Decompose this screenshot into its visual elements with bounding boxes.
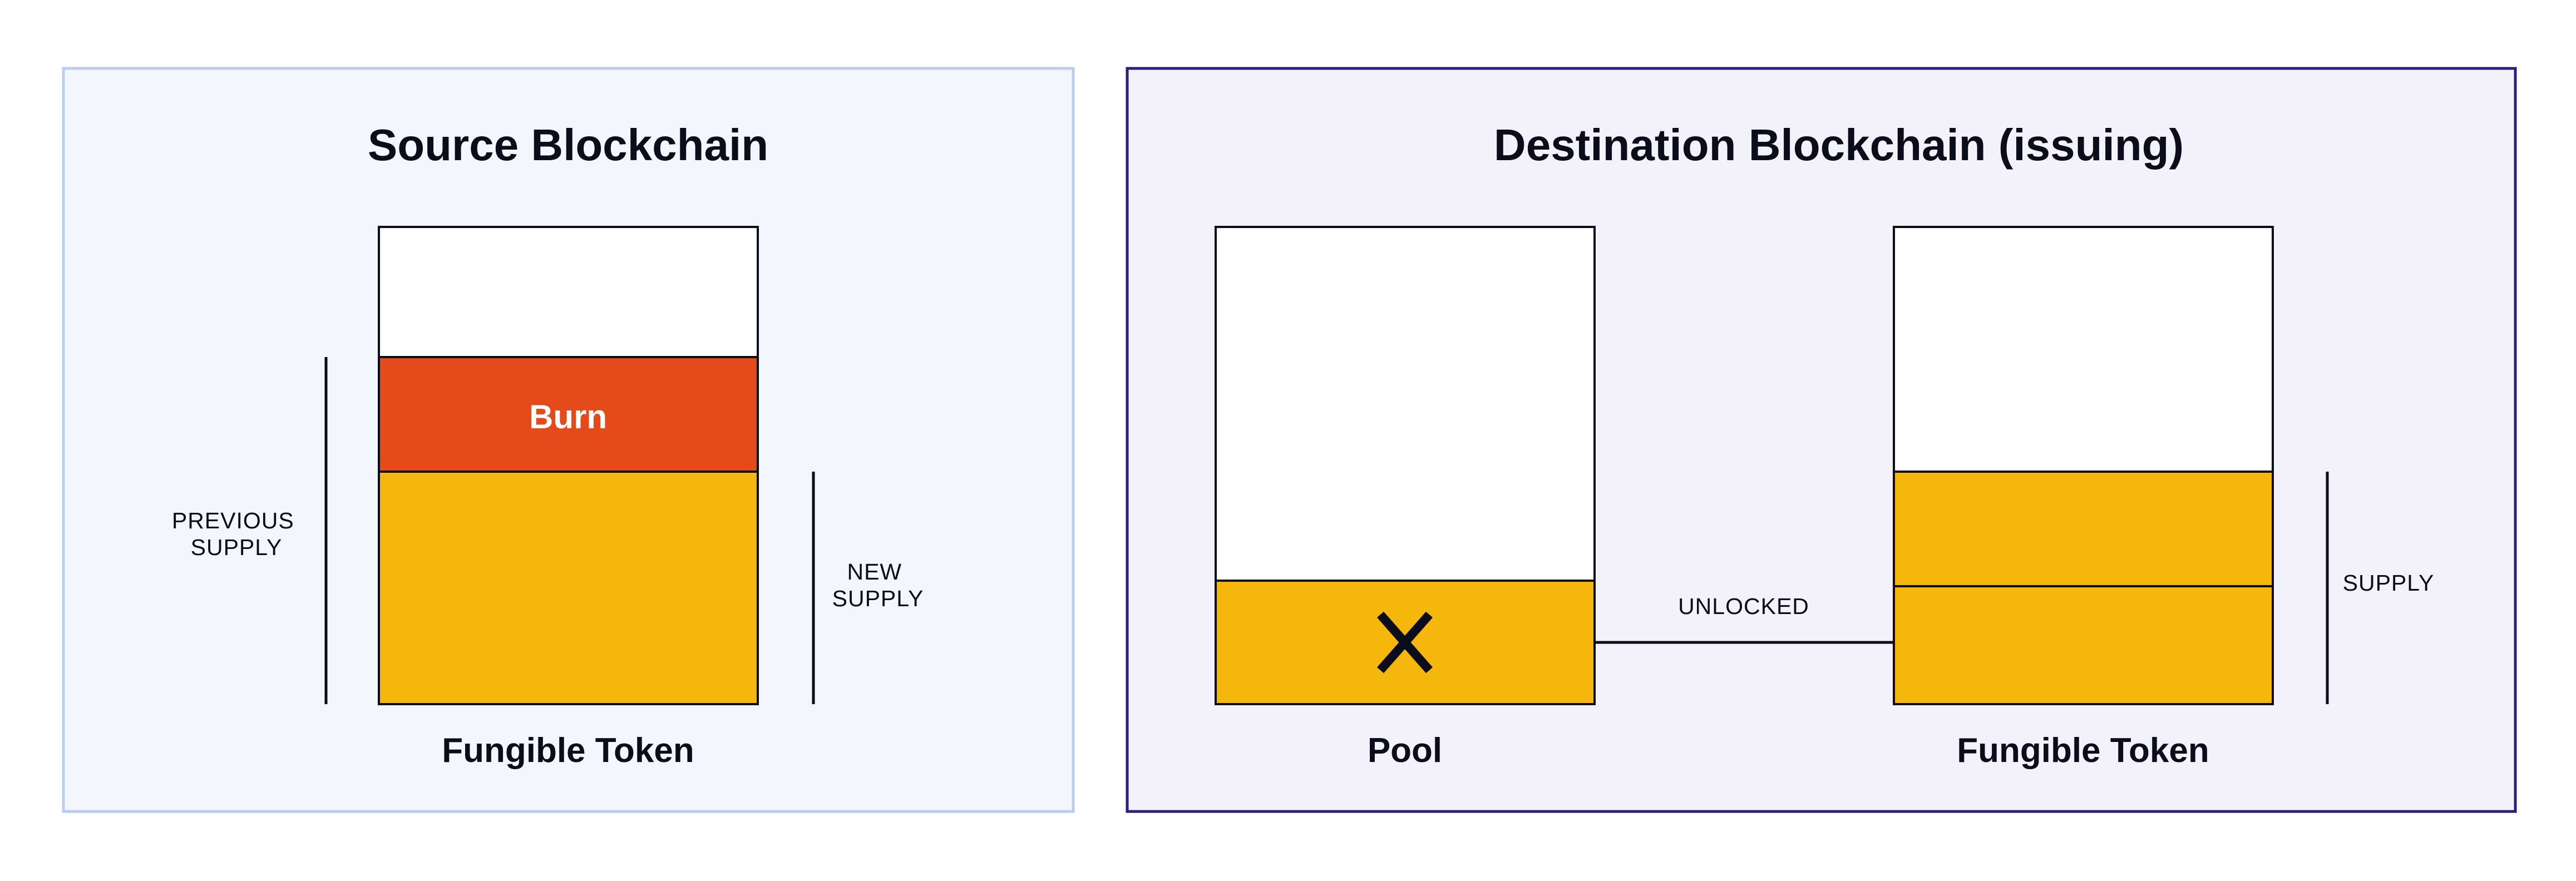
destination-token-caption: Fungible Token bbox=[1957, 731, 2209, 770]
source-token-column: Burn bbox=[378, 226, 759, 705]
new-supply-label-line-2: SUPPLY bbox=[832, 586, 924, 611]
destination-panel-title: Destination Blockchain (issuing) bbox=[1494, 120, 2184, 170]
destination-token-unlocked-section bbox=[1893, 585, 2274, 705]
source-token-caption: Fungible Token bbox=[442, 731, 694, 770]
supply-label: SUPPLY bbox=[2343, 570, 2435, 596]
source-panel-title: Source Blockchain bbox=[368, 120, 768, 170]
destination-token-empty-section bbox=[1893, 226, 2274, 473]
close-icon bbox=[1376, 611, 1433, 674]
new-supply-label: NEW SUPPLY bbox=[832, 559, 924, 611]
pool-column bbox=[1215, 226, 1596, 705]
unlocked-label: UNLOCKED bbox=[1678, 593, 1809, 619]
pool-caption: Pool bbox=[1368, 731, 1442, 770]
destination-token-existing-section bbox=[1893, 471, 2274, 587]
source-token-empty-section bbox=[378, 226, 759, 358]
source-token-remaining-section bbox=[378, 471, 759, 705]
previous-supply-label-line-2: SUPPLY bbox=[191, 534, 283, 560]
destination-token-column bbox=[1893, 226, 2274, 705]
previous-supply-label-line-1: PREVIOUS bbox=[172, 508, 294, 533]
pool-empty-section bbox=[1215, 226, 1596, 582]
new-supply-label-line-1: NEW bbox=[847, 559, 902, 585]
source-panel: Source Blockchain Burn Fungible Token PR… bbox=[62, 67, 1075, 813]
burn-section bbox=[378, 356, 759, 473]
destination-panel: Destination Blockchain (issuing) Pool UN… bbox=[1126, 67, 2517, 813]
previous-supply-label: PREVIOUS SUPPLY bbox=[172, 508, 301, 560]
burn-label: Burn bbox=[529, 398, 607, 435]
